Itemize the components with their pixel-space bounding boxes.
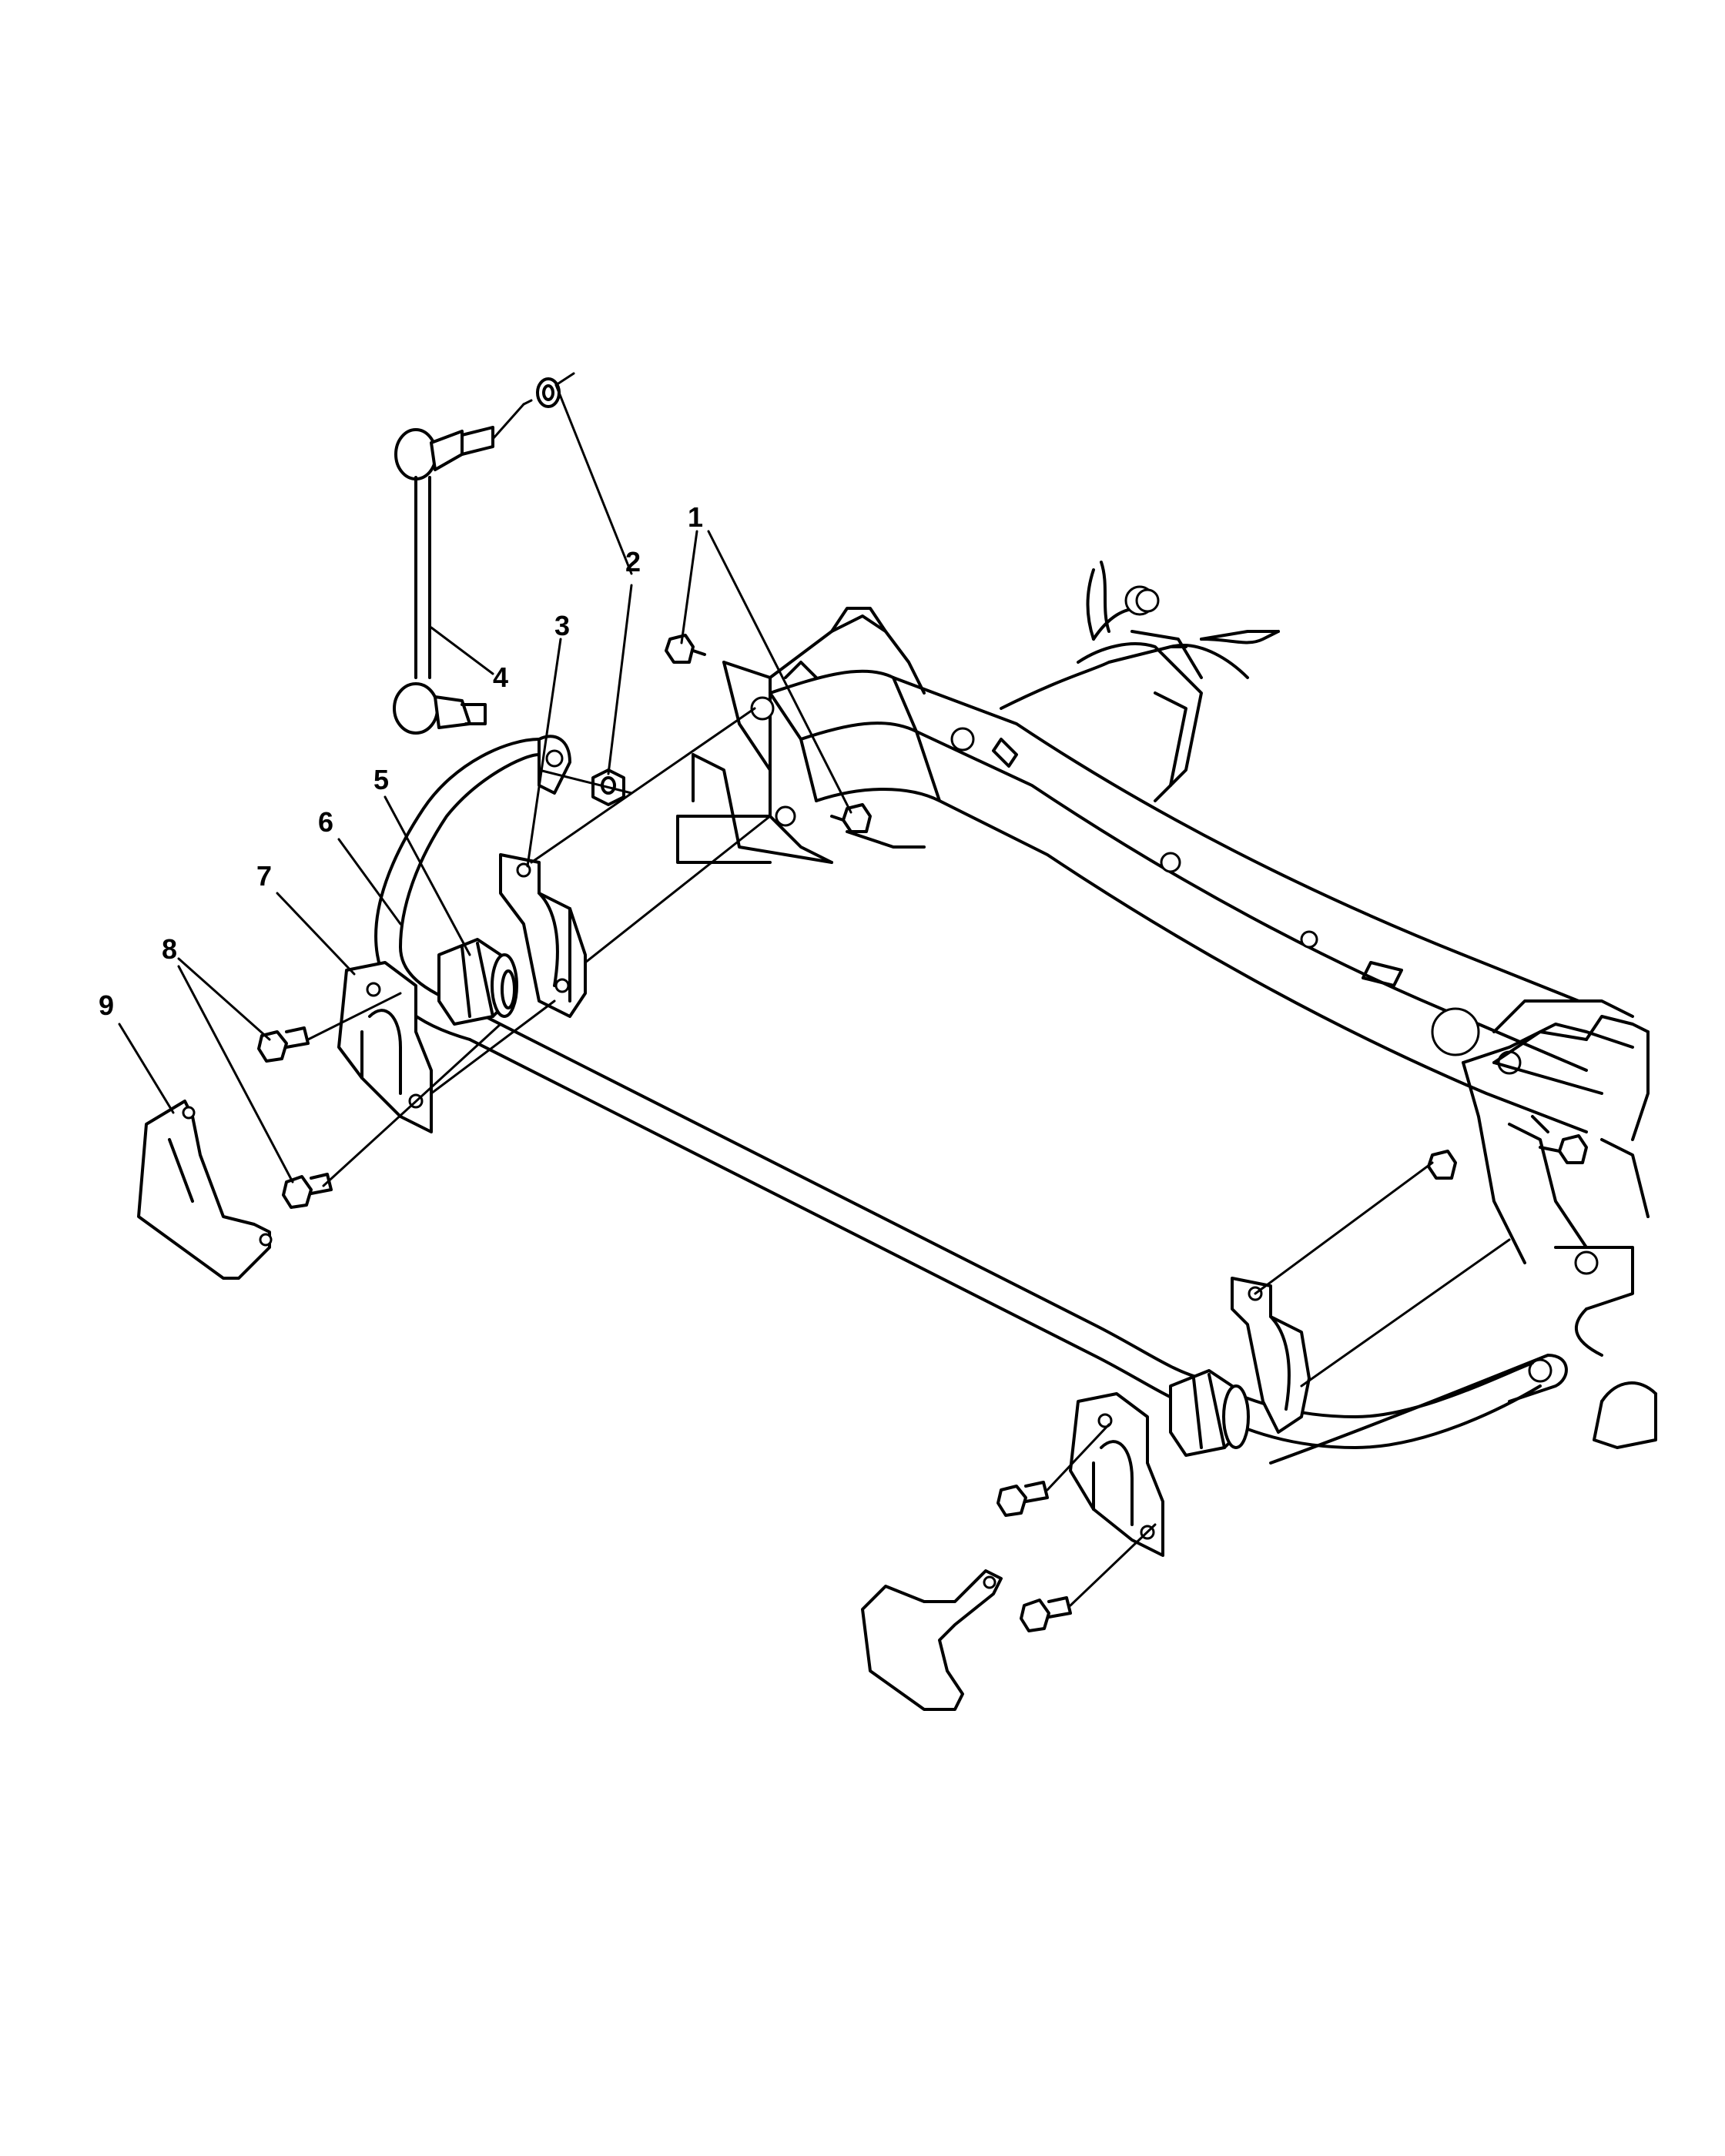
leader-lines <box>118 383 852 1183</box>
callout-2: 2 <box>625 546 641 578</box>
right-retainer-bracket <box>1231 1277 1311 1434</box>
left-retainer-bracket <box>499 853 587 1018</box>
callout-9: 9 <box>99 989 114 1021</box>
callout-3: 3 <box>554 610 570 641</box>
right-skid-plate <box>861 1569 1003 1711</box>
callout-1: 1 <box>688 501 703 533</box>
right-outer-bracket <box>1069 1392 1164 1557</box>
frame-bolts <box>665 634 1588 1180</box>
callout-5: 5 <box>373 764 389 795</box>
left-skid-plate <box>137 1100 273 1280</box>
callout-7: 7 <box>256 860 272 892</box>
right-bushing <box>1169 1369 1250 1457</box>
link-nut <box>522 372 625 806</box>
callout-8: 8 <box>162 933 177 965</box>
sway-bar-link <box>393 426 494 735</box>
callout-4: 4 <box>493 661 508 693</box>
callout-6: 6 <box>318 806 333 838</box>
callout-labels: 1 2 3 4 5 6 7 8 9 <box>99 501 703 1021</box>
left-bushing <box>437 938 518 1026</box>
front-crossmember <box>676 561 1657 1465</box>
left-outer-bracket <box>337 961 433 1133</box>
assembly-guide-lines <box>306 403 1511 1607</box>
bracket-bolts-right <box>996 1481 1072 1632</box>
bracket-bolts-left <box>257 1026 333 1209</box>
